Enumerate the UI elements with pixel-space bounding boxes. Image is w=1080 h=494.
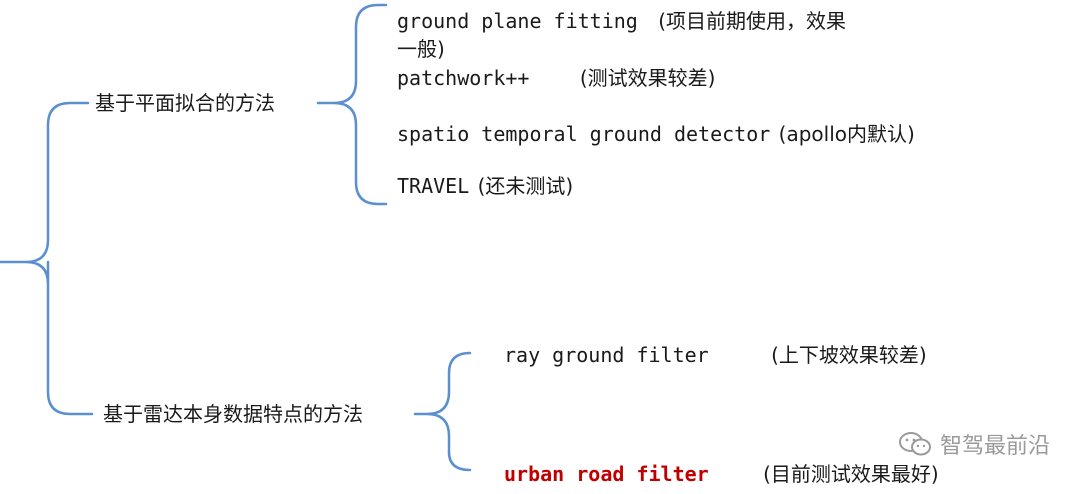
category-plane-fitting: 基于平面拟合的方法	[95, 91, 275, 115]
method-note: (目前测试效果最好)	[763, 462, 939, 486]
method-name: patchwork++	[397, 66, 530, 90]
bracket-plane-fitting	[316, 3, 388, 206]
wechat-icon	[898, 432, 931, 456]
method-note: (apollo内默认)	[778, 122, 915, 146]
method-item: patchwork++ (测试效果较差)	[397, 66, 715, 90]
method-item-highlighted: urban road filter (目前测试效果最好)	[504, 462, 939, 486]
method-note: (测试效果较差)	[579, 66, 716, 90]
method-item: spatio temporal ground detector (apollo内…	[397, 122, 915, 146]
root-bracket	[0, 101, 94, 416]
method-item: ray ground filter (上下坡效果较差)	[504, 343, 927, 367]
method-note: (上下坡效果较差)	[771, 343, 927, 367]
category-lidar-features: 基于雷达本身数据特点的方法	[103, 402, 363, 426]
method-note: 一般)	[397, 37, 445, 61]
method-name: urban road filter	[504, 462, 709, 486]
method-name: spatio temporal ground detector	[397, 122, 771, 146]
method-note: (项目前期使用，效果	[658, 9, 846, 33]
watermark: 智驾最前沿	[898, 428, 1050, 460]
bracket-lidar-features	[413, 351, 472, 472]
method-item: ground plane fitting (项目前期使用，效果	[397, 9, 846, 33]
method-note-continued: 一般)	[397, 37, 445, 61]
method-name: TRAVEL	[397, 174, 470, 198]
watermark-text: 智驾最前沿	[939, 434, 1050, 459]
method-name: ground plane fitting	[397, 9, 638, 33]
method-name: ray ground filter	[504, 343, 709, 367]
method-item: TRAVEL (还未测试)	[397, 174, 573, 198]
method-note: (还未测试)	[477, 174, 574, 198]
